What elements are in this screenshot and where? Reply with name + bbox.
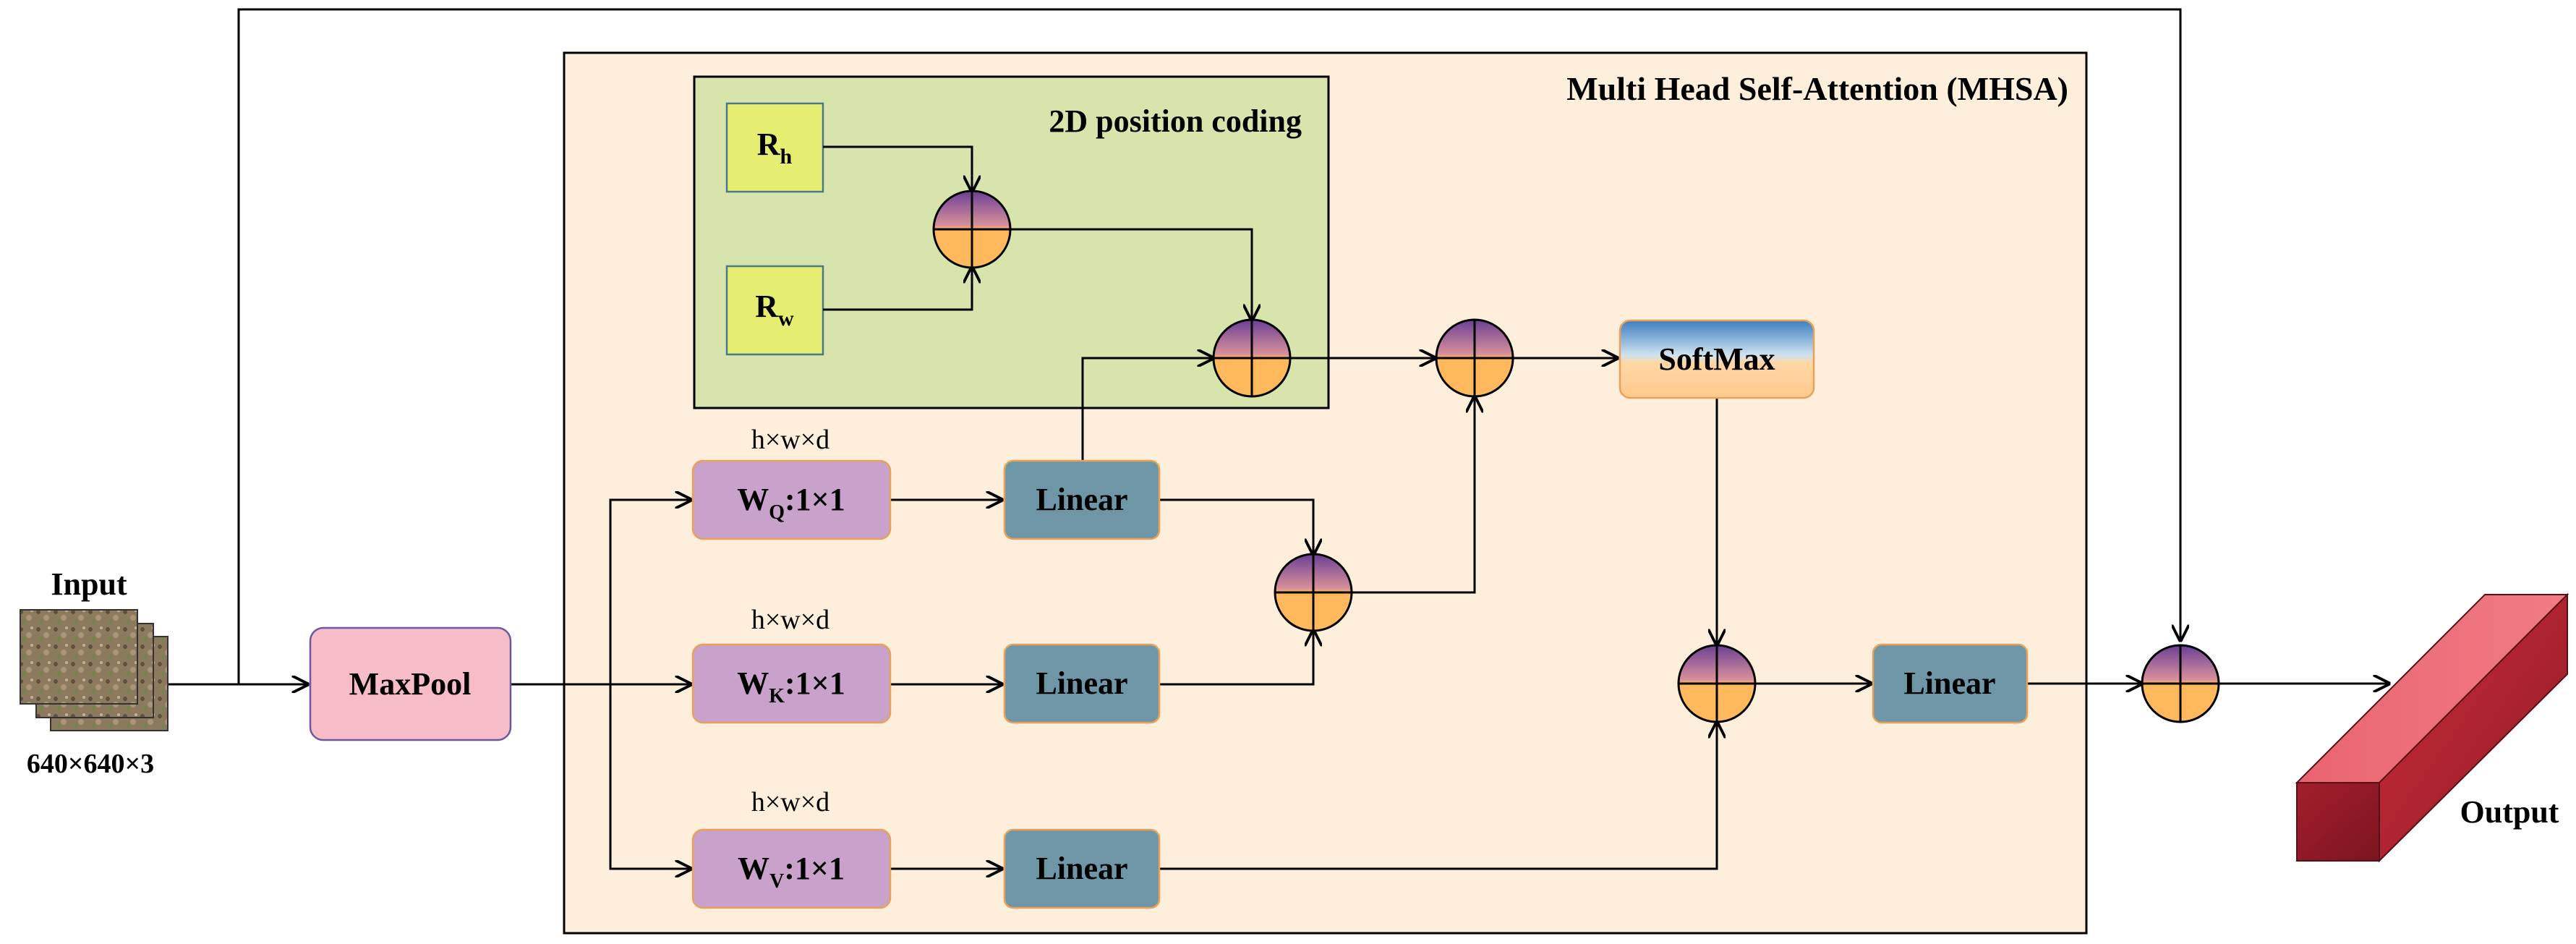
mhsa-title: Multi Head Self-Attention (MHSA) — [1566, 70, 2068, 107]
wk-label: WK:1×1 — [737, 666, 845, 707]
linear-q-label: Linear — [1036, 482, 1127, 517]
maxpool-label: MaxPool — [349, 666, 472, 702]
op-circle-attn-v — [1677, 644, 1757, 723]
dims-label-q: h×w×d — [751, 425, 829, 455]
linear-out-label: Linear — [1903, 666, 1995, 701]
dims-label-k: h×w×d — [751, 605, 829, 635]
position-coding-title: 2D position coding — [1049, 103, 1302, 139]
wq-box — [691, 459, 892, 540]
softmax-box — [1618, 319, 1815, 399]
op-circle-position-sum — [932, 190, 1012, 269]
input-title: Input — [51, 566, 127, 602]
dims-label-v: h×w×d — [751, 787, 829, 817]
position-arrows — [823, 145, 1435, 461]
wq-label: WQ:1×1 — [737, 482, 845, 524]
linear-out-box — [1872, 643, 2029, 724]
rh-label: Rh — [757, 127, 793, 169]
linear-v-label: Linear — [1036, 851, 1127, 886]
op-circle-residual — [2141, 644, 2220, 723]
linear-q-box — [1003, 459, 1161, 540]
linear-k-label: Linear — [1036, 666, 1127, 701]
op-circle-sum — [1435, 318, 1514, 398]
linear-k-box — [1003, 643, 1161, 724]
softmax-label: SoftMax — [1658, 341, 1775, 377]
wv-box — [691, 828, 892, 909]
op-circle-position-query — [1212, 318, 1292, 398]
skip-connection — [237, 8, 2180, 684]
rh-box — [725, 102, 824, 193]
output-block — [2295, 592, 2569, 863]
rw-label: Rw — [755, 289, 794, 331]
input-image-stack — [20, 609, 169, 731]
rw-box — [725, 265, 824, 356]
linear-v-box — [1003, 828, 1161, 909]
input-size: 640×640×3 — [27, 749, 154, 779]
wv-label: WV:1×1 — [738, 851, 845, 893]
maxpool-box — [309, 626, 512, 741]
op-circle-qk — [1274, 553, 1353, 632]
output-label: Output — [2460, 794, 2559, 830]
wk-box — [691, 643, 892, 724]
input-branches — [168, 358, 2389, 869]
